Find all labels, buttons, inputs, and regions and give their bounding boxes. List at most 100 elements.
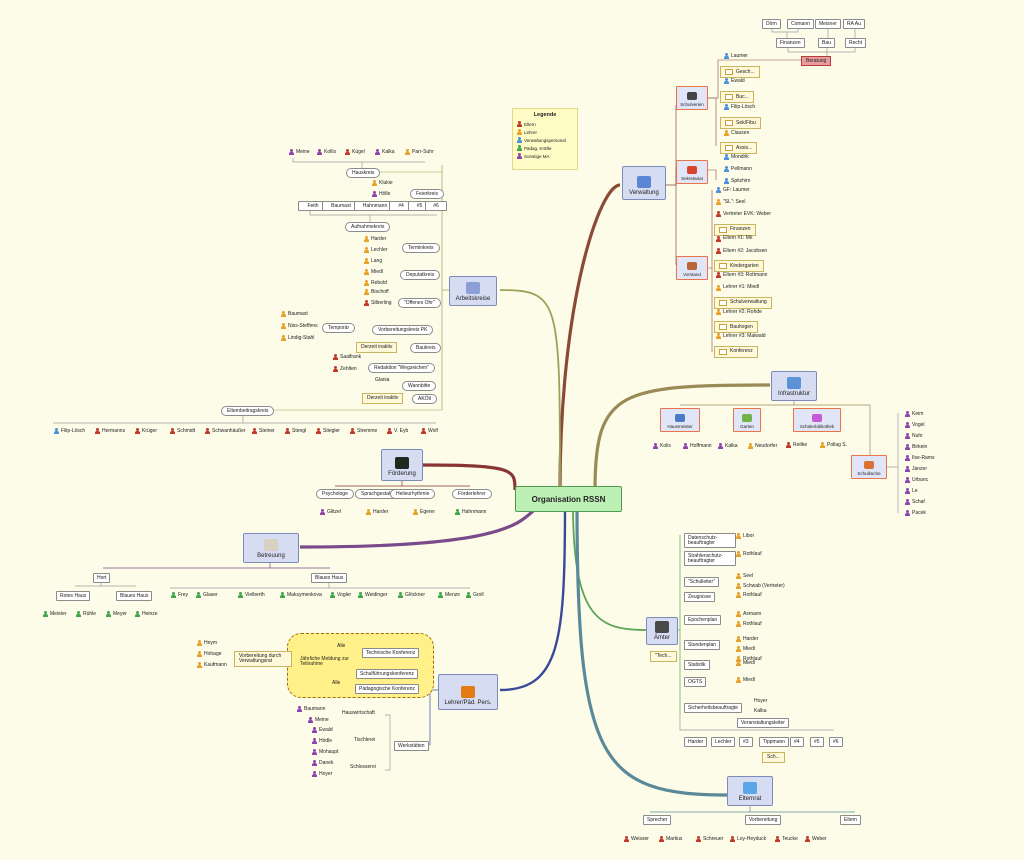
- inactive-note[interactable]: Derzeit inaktiv: [362, 393, 404, 404]
- person-node[interactable]: Meine: [289, 149, 310, 155]
- topic-verwaltung[interactable]: Verwaltung: [622, 166, 666, 200]
- org-box[interactable]: Bau: [818, 38, 835, 48]
- person-node[interactable]: Kalka: [754, 709, 767, 714]
- foerderung-branch[interactable]: Psychologe: [316, 489, 354, 499]
- person-node[interactable]: Meine: [308, 717, 329, 723]
- person-node[interactable]: Groll: [466, 592, 484, 598]
- org-box[interactable]: #5: [810, 737, 824, 747]
- person-node[interactable]: Miedl: [736, 677, 755, 683]
- person-node[interactable]: Weisser: [624, 836, 649, 842]
- person-node[interactable]: Martius: [659, 836, 682, 842]
- vorbereitung-box[interactable]: Vorbereitung: [745, 815, 782, 825]
- amt-box[interactable]: Datenschutz-beauftragter: [684, 533, 736, 548]
- person-node[interactable]: Eltern #2: Jacobsen: [716, 248, 767, 254]
- veranstaltungsleiter-box[interactable]: Veranstaltungsleiter: [737, 718, 789, 728]
- document-node[interactable]: Gesch...: [720, 66, 760, 78]
- aufnahmekreis-node[interactable]: Aufnahmekreis: [345, 222, 391, 232]
- person-node[interactable]: Schmidt: [170, 428, 195, 434]
- person-node[interactable]: Ewald: [724, 78, 745, 84]
- person-node[interactable]: Stengl: [285, 428, 306, 434]
- alle-label[interactable]: Alle: [337, 644, 345, 649]
- person-node[interactable]: Hoyer: [754, 699, 767, 704]
- person-node[interactable]: Meyer: [106, 611, 127, 617]
- person-node[interactable]: Mohaupt: [312, 749, 338, 755]
- person-node[interactable]: Filip-Lösch: [54, 428, 85, 434]
- amt-box[interactable]: OGTS: [684, 677, 707, 687]
- feierkreis-node[interactable]: Feierkreis: [410, 189, 444, 199]
- person-node[interactable]: Vogler: [330, 592, 351, 598]
- amt-box[interactable]: Zeugnisse: [684, 592, 716, 602]
- hort-box[interactable]: Hort: [93, 573, 111, 583]
- person-node[interactable]: Meister: [43, 611, 66, 617]
- person-node[interactable]: Menze: [438, 592, 460, 598]
- person-node[interactable]: Lang: [364, 258, 382, 264]
- person-node[interactable]: Janzer: [905, 466, 927, 472]
- person-node[interactable]: Kaufmann: [197, 662, 227, 668]
- foerderung-branch[interactable]: Förderlehrer: [452, 489, 492, 499]
- person-node[interactable]: Klukie: [372, 180, 393, 186]
- person-node[interactable]: Parr-Suhr: [405, 149, 434, 155]
- topic-foerderung[interactable]: Förderung: [381, 449, 423, 481]
- tech-note[interactable]: "Tech...: [650, 651, 677, 662]
- person-node[interactable]: Lechler: [364, 247, 387, 253]
- org-box[interactable]: Dörn: [762, 19, 781, 29]
- person-node[interactable]: Lehrer #2: Rohde: [716, 309, 762, 315]
- paedagogische-konferenz[interactable]: Pädagogische Konferenz: [355, 684, 419, 694]
- redaktion-node[interactable]: Redaktion "Wegzeichen": [368, 363, 435, 373]
- amt-box[interactable]: "Schulleiter": [684, 577, 719, 587]
- topic-lehrer[interactable]: Lehrer/Päd. Pers.: [438, 674, 498, 710]
- person-node[interactable]: Le: [905, 488, 918, 494]
- person-node[interactable]: Birkein: [905, 444, 927, 450]
- person-node[interactable]: Nuhr: [905, 433, 923, 439]
- person-node[interactable]: Keim: [905, 411, 923, 417]
- person-node[interactable]: Hödle: [312, 738, 332, 744]
- org-box[interactable]: Lechler: [711, 737, 736, 747]
- glania-label[interactable]: Glania: [375, 378, 389, 383]
- person-node[interactable]: Hermanns: [95, 428, 125, 434]
- person-node[interactable]: Rothlauf: [736, 621, 762, 627]
- node-schulkueche[interactable]: Schulküche: [851, 455, 887, 479]
- person-node[interactable]: Schreuer: [696, 836, 723, 842]
- topic-betreuung[interactable]: Betreuung: [243, 533, 299, 563]
- person-node[interactable]: Steiner: [252, 428, 275, 434]
- org-box[interactable]: #6: [829, 737, 843, 747]
- tischlerei-label[interactable]: Tischlerei: [354, 738, 375, 743]
- root-node[interactable]: Organisation RSSN: [515, 486, 622, 512]
- blaues-haus-box[interactable]: Blaues Haus: [311, 573, 348, 583]
- org-box[interactable]: #6: [425, 201, 447, 211]
- person-node[interactable]: Glöckner: [398, 592, 425, 598]
- deputatkreis-node[interactable]: Deputatkreis: [400, 270, 441, 280]
- werkstaetten-box[interactable]: Werkstätten: [394, 741, 429, 751]
- org-box[interactable]: Tippmann: [759, 737, 790, 747]
- hauswirtschaft-label[interactable]: Hauswirtschaft: [342, 711, 375, 716]
- person-node[interactable]: Kügel: [345, 149, 365, 155]
- blaues-haus-box[interactable]: Blaues Haus: [116, 591, 153, 601]
- jaehrlich-note[interactable]: Jährliche Meldung zur Teilnahme: [300, 657, 352, 667]
- person-node[interactable]: Pellmann: [724, 166, 752, 172]
- person-node[interactable]: Kolis: [653, 443, 671, 449]
- org-box[interactable]: Finanzen: [776, 38, 805, 48]
- amt-box[interactable]: Strahlenschutz-beauftragter: [684, 551, 736, 566]
- person-node[interactable]: Vogel: [905, 422, 925, 428]
- topic-arbeitskreise[interactable]: Arbeitskreise: [449, 276, 497, 306]
- person-node[interactable]: "SL": Seel: [716, 199, 745, 206]
- person-node[interactable]: Harder: [366, 509, 388, 515]
- person-node[interactable]: Lindig-Stahl: [281, 335, 314, 341]
- amt-box[interactable]: Epochenplan: [684, 615, 722, 625]
- amt-box[interactable]: Sicherheitsbeauftragte: [684, 703, 743, 713]
- person-node[interactable]: Glitzel: [320, 509, 341, 515]
- person-node[interactable]: Bischoff: [364, 289, 389, 295]
- person-node[interactable]: Libor: [736, 533, 754, 539]
- person-node[interactable]: Miedl: [736, 660, 755, 666]
- document-node[interactable]: Sek/Fibu: [720, 117, 761, 129]
- person-node[interactable]: Frey: [171, 592, 188, 598]
- person-node[interactable]: Kalka: [718, 443, 738, 449]
- person-node[interactable]: Baumast: [281, 311, 308, 317]
- person-node[interactable]: Miedl: [364, 269, 383, 275]
- technische-konferenz[interactable]: Technische Konferenz: [362, 648, 420, 658]
- person-node[interactable]: Maksymenkova: [280, 592, 322, 598]
- amt-box[interactable]: Statistik: [684, 660, 710, 670]
- person-node[interactable]: Weidinger: [358, 592, 387, 598]
- document-node[interactable]: Bauhogen: [714, 321, 758, 334]
- person-node[interactable]: Loy-Heyduck: [730, 836, 766, 842]
